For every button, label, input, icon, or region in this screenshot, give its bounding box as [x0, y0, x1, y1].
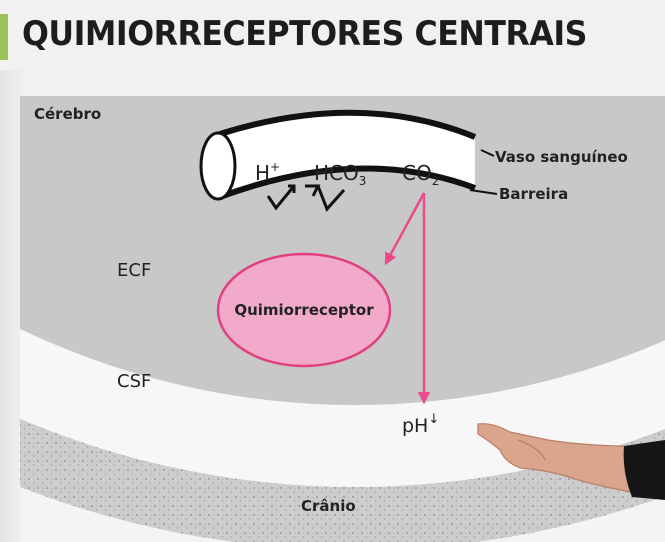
csf-label: CSF [117, 371, 151, 392]
barrier-label: Barreira [499, 185, 568, 203]
barrier-leader-line [469, 189, 498, 195]
reaction-arrow-left [266, 185, 296, 211]
page-title: QUIMIORRECEPTORES CENTRAIS [22, 14, 588, 54]
presenter-hand [477, 423, 665, 500]
ph-label: pH↓ [402, 412, 439, 437]
ion-h: H+ [255, 160, 280, 185]
vessel-wall-bottom [218, 165, 477, 200]
ecf-label: ECF [117, 260, 151, 281]
arrowhead-left [288, 184, 296, 193]
title-accent-bar [0, 14, 8, 60]
vessel-wall-top [219, 109, 477, 140]
brain-label: Cérebro [34, 105, 101, 123]
co2-to-chemoreceptor-arrow [384, 192, 426, 266]
arrowhead-right [305, 184, 321, 197]
ion-hco3: HCO3− [314, 159, 369, 188]
brain-region [20, 96, 665, 405]
ion-co2: CO2 [402, 161, 439, 188]
vessel-leader-line [480, 149, 495, 157]
vessel-opening [199, 131, 237, 201]
skull-label: Crânio [301, 497, 356, 515]
chemoreceptor-shape [216, 252, 392, 368]
reaction-arrow-right [316, 185, 346, 212]
vessel-label: Vaso sanguíneo [495, 148, 628, 166]
reaction-arrows [266, 184, 346, 212]
chemoreceptor-label: Quimiorreceptor [234, 301, 374, 319]
